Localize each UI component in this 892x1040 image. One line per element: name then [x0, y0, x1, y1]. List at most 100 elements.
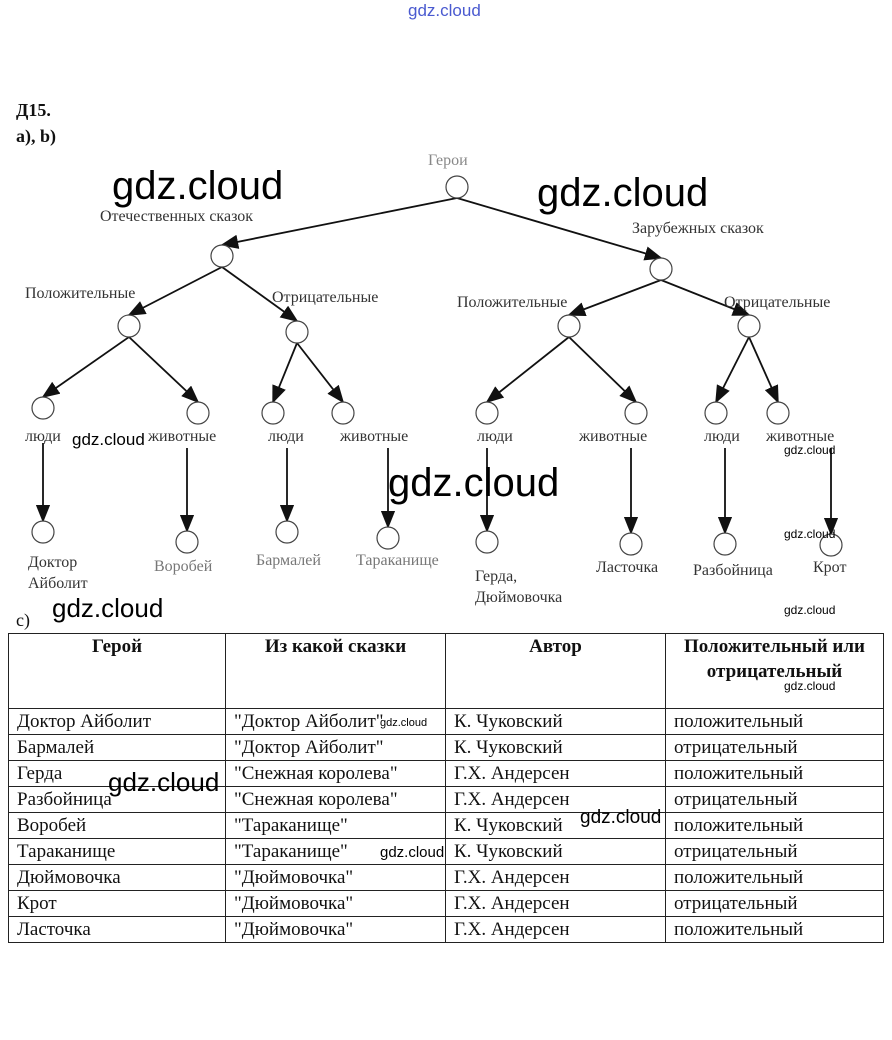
tree-level2-label: Положительные	[25, 285, 136, 302]
heroes-table: Герой Из какой сказки Автор Положительны…	[8, 633, 884, 943]
watermark: gdz.cloud	[784, 443, 836, 457]
table-cell: Доктор Айболит	[8, 708, 226, 735]
table-cell: Ласточка	[8, 916, 226, 943]
tree-node-circle	[186, 401, 210, 425]
tree-diagram	[31, 175, 843, 557]
tree-node-circle	[117, 314, 141, 338]
tree-node-circle	[704, 401, 728, 425]
table-cell: отрицательный	[665, 786, 884, 813]
tree-node-circle	[275, 520, 299, 544]
table-cell: К. Чуковский	[445, 838, 666, 865]
table-cell: Герда	[8, 760, 226, 787]
table-cell: Г.Х. Андерсен	[445, 890, 666, 917]
table-cell: Г.Х. Андерсен	[445, 916, 666, 943]
table-cell: положительный	[665, 708, 884, 735]
tree-level3-label: люди	[268, 428, 304, 445]
watermark: gdz.cloud	[112, 164, 284, 208]
tree-edge-arrow	[296, 342, 345, 404]
table-cell: "Дюймовочка"	[225, 916, 446, 943]
tree-level2-label: Отрицательные	[724, 294, 831, 311]
table-row: Доктор Айболит"Доктор Айболит"К. Чуковск…	[8, 708, 884, 735]
tree-node-circle	[475, 401, 499, 425]
part-c-label: c)	[16, 610, 30, 630]
table-cell: Г.Х. Андерсен	[445, 786, 666, 813]
tree-node-circle	[285, 320, 309, 344]
watermark: gdz.cloud	[537, 171, 709, 215]
table-cell: положительный	[665, 812, 884, 839]
tree-node-circle	[713, 532, 737, 556]
column-header: Из какой сказки	[225, 633, 446, 709]
watermark: gdz.cloud	[108, 767, 220, 797]
table-cell: отрицательный	[665, 890, 884, 917]
tree-node-circle	[175, 530, 199, 554]
tree-edge-arrow	[128, 336, 200, 404]
table-cell: Разбойница	[8, 786, 226, 813]
tree-edge-arrow	[41, 336, 130, 399]
column-header: Положительный или отрицательный	[665, 633, 884, 709]
tree-level1-label: Отечественных сказок	[100, 208, 254, 225]
table-cell: Дюймовочка	[8, 864, 226, 891]
tree-leaf-label: Ласточка	[596, 559, 659, 576]
tree-edge-arrow	[748, 336, 779, 404]
tree-level3-label: животные	[340, 428, 409, 445]
table-cell: Г.Х. Андерсен	[445, 864, 666, 891]
table-cell: "Снежная королева"	[225, 760, 446, 787]
table-cell: положительный	[665, 760, 884, 787]
watermark: gdz.cloud	[380, 717, 428, 729]
table-cell: К. Чуковский	[445, 734, 666, 761]
tree-edge-arrow	[127, 266, 223, 316]
tree-level3-label: животные	[148, 428, 217, 445]
tree-node-circle	[331, 401, 355, 425]
tree-node-circle	[557, 314, 581, 338]
tree-edge-arrow	[272, 342, 298, 404]
table-cell: Бармалей	[8, 734, 226, 761]
task-number: Д15.	[16, 100, 51, 120]
tree-node-circle	[376, 526, 400, 550]
tree-node-circle	[31, 396, 55, 420]
table-cell: Г.Х. Андерсен	[445, 760, 666, 787]
watermark: gdz.cloud	[784, 679, 836, 693]
table-cell: Тараканище	[8, 838, 226, 865]
column-header: Автор	[445, 633, 666, 709]
watermark: gdz.cloud	[380, 844, 445, 861]
tree-leaf-label: Доктор Айболит	[28, 554, 88, 592]
tree-level3-label: люди	[25, 428, 61, 445]
tree-leaf-label: Герда, Дюймовочка	[475, 568, 563, 606]
tree-node-circle	[619, 532, 643, 556]
tree-node-circle	[737, 314, 761, 338]
table-cell: Крот	[8, 890, 226, 917]
tree-edge-arrow	[660, 279, 751, 316]
tree-edge-arrow	[715, 336, 750, 404]
watermark: gdz.cloud	[784, 603, 836, 617]
watermark: gdz.cloud	[388, 461, 560, 505]
tree-level3-label: животные	[766, 428, 835, 445]
tree-level2-label: Положительные	[457, 294, 568, 311]
table-cell: "Тараканище"	[225, 812, 446, 839]
tree-node-circle	[766, 401, 790, 425]
table-cell: отрицательный	[665, 734, 884, 761]
tree-node-circle	[649, 257, 673, 281]
tree-level3-label: животные	[579, 428, 648, 445]
tree-root-label: Герои	[428, 152, 468, 169]
tree-leaf-label: Воробей	[154, 558, 213, 575]
tree-edge-arrow	[220, 197, 458, 249]
table-cell: "Доктор Айболит"	[225, 734, 446, 761]
tree-node-circle	[31, 520, 55, 544]
table-cell: Воробей	[8, 812, 226, 839]
tree-leaf-label: Бармалей	[256, 552, 321, 569]
tree-level2-label: Отрицательные	[272, 289, 379, 306]
table-cell: К. Чуковский	[445, 708, 666, 735]
watermark: gdz.cloud	[784, 527, 836, 541]
tree-edge-arrow	[568, 336, 638, 404]
tree-node-circle	[624, 401, 648, 425]
tree-level3-label: люди	[477, 428, 513, 445]
tree-edge-arrow	[456, 197, 663, 261]
table-cell: "Доктор Айболит"	[225, 708, 446, 735]
